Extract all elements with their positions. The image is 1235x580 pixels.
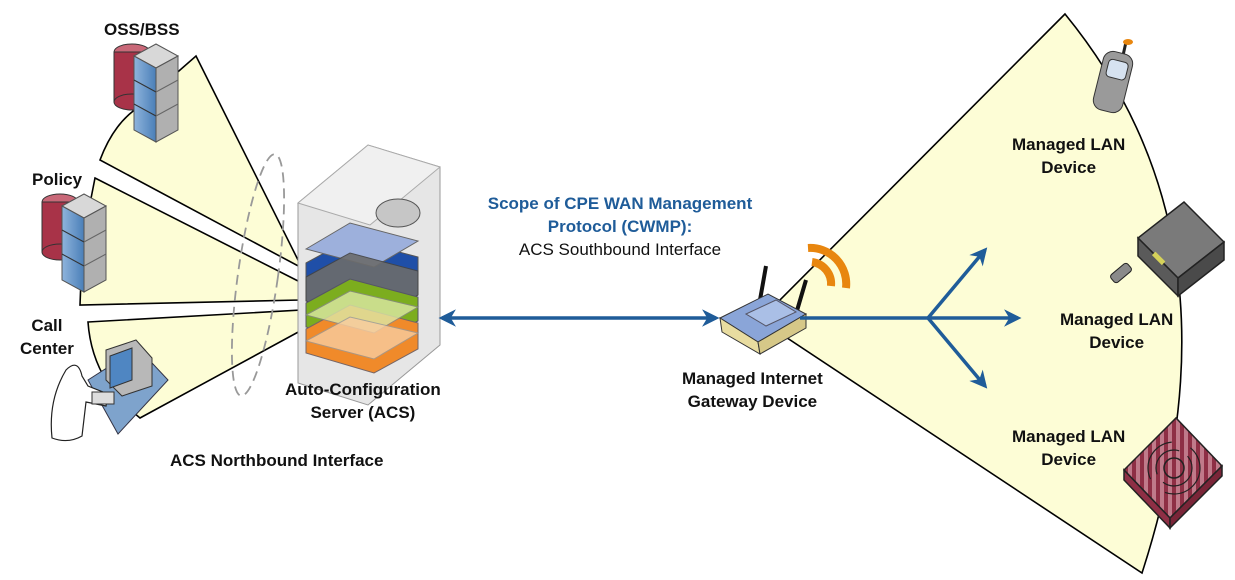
call-center-operator-icon (50, 339, 169, 442)
set-top-box-icon (1110, 201, 1226, 298)
acs-label: Auto-Configuration Server (ACS) (285, 380, 441, 422)
acs-server-rack-icon (296, 144, 442, 406)
northbound-interface-label: ACS Northbound Interface (170, 451, 384, 470)
wireless-router-icon (718, 265, 808, 355)
oss-bss-server-icon (113, 43, 180, 143)
lan-device-label-3: Managed LAN Device (1012, 427, 1126, 469)
policy-server-icon (41, 193, 108, 293)
southbound-interface-label: ACS Southbound Interface (518, 240, 722, 259)
call-center-label: Call Center (20, 316, 74, 358)
cwmp-scope-label: Scope of CPE WAN Management Protocol (CW… (466, 192, 774, 261)
policy-label: Policy (32, 170, 83, 189)
wifi-signal-icon (807, 243, 851, 289)
lan-device-label-2: Managed LAN Device (1060, 310, 1174, 352)
cwmp-title-line1: Scope of CPE WAN Management (487, 194, 753, 213)
gateway-label: Managed Internet Gateway Device (682, 369, 823, 411)
lan-device-label-1: Managed LAN Device (1012, 135, 1126, 177)
cwmp-title-line2: Protocol (CWMP): (547, 217, 693, 236)
branch-arrow-up (926, 247, 988, 320)
lan-distribution-arrows (800, 247, 1022, 389)
branch-arrow-down (926, 316, 988, 389)
mobile-phone-icon (1092, 39, 1134, 114)
oss-bss-label: OSS/BSS (104, 20, 180, 39)
storage-device-icon (1122, 416, 1224, 530)
interface-dashed-ellipse (231, 153, 285, 397)
